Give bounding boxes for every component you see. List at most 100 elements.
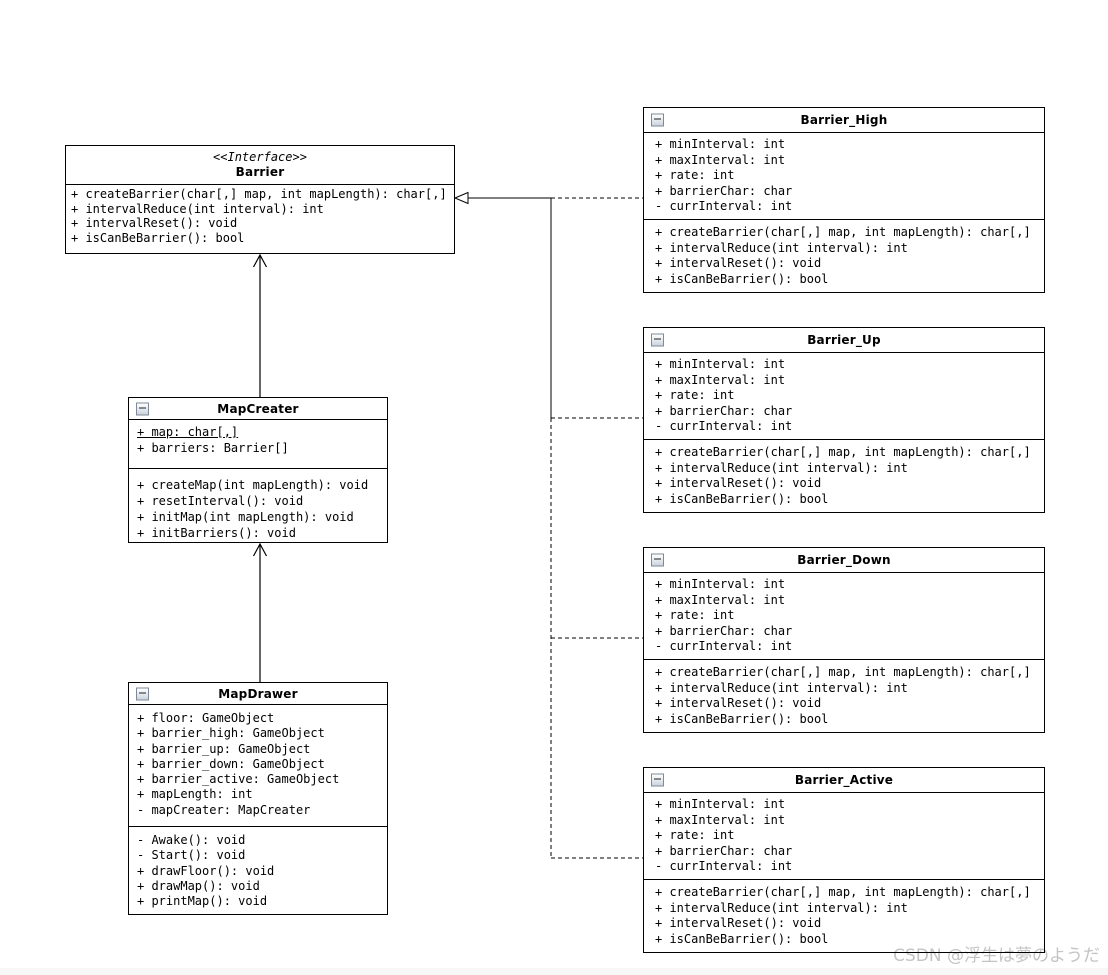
methods-section: - Awake(): void- Start(): void+ drawFloo… [129, 827, 387, 909]
methods-section: + createBarrier(char[,] map, int mapLeng… [644, 660, 1044, 727]
method-row: + drawFloor(): void [137, 863, 275, 878]
method-row: + intervalReset(): void [71, 216, 238, 231]
field-row: + minInterval: int [655, 357, 786, 371]
open-arrowhead-up [252, 253, 268, 268]
collapse-icon[interactable] [651, 113, 664, 127]
method-row: - Start(): void [137, 848, 246, 863]
generalization-mapdrawer-to-mapcreater [252, 542, 268, 682]
class-title: Barrier_High [800, 113, 888, 127]
method-row: + resetInterval(): void [137, 494, 304, 508]
class-title: Barrier_Up [807, 333, 881, 347]
collapse-icon[interactable] [136, 402, 149, 415]
class-box-mapdrawer: MapDrawer + floor: GameObject+ barrier_h… [128, 682, 388, 915]
method-row: + createMap(int mapLength): void [137, 478, 369, 492]
method-row: + createBarrier(char[,] map, int mapLeng… [655, 445, 1031, 459]
method-row: + isCanBeBarrier(): bool [71, 230, 245, 245]
field-row: + barrierChar: char [655, 623, 793, 638]
field-row: - currInterval: int [655, 199, 793, 214]
field-row: - currInterval: int [655, 639, 793, 654]
class-title: Barrier_Down [797, 553, 891, 567]
field-row: - currInterval: int [655, 859, 793, 874]
collapse-icon[interactable] [136, 687, 149, 700]
field-row: + maxInterval: int [655, 372, 786, 387]
field-row: + mapLength: int [137, 787, 253, 802]
method-row: + intervalReset(): void [655, 696, 822, 711]
collapse-icon[interactable] [651, 333, 664, 347]
method-row: + isCanBeBarrier(): bool [655, 711, 829, 726]
generalization-mapcreater-to-barrier [252, 253, 268, 397]
field-row: + barriers: Barrier[] [137, 441, 289, 455]
method-row: + createBarrier(char[,] map, int mapLeng… [655, 225, 1031, 239]
class-header: Barrier_Up [644, 328, 1044, 353]
method-row: + initBarriers(): void [137, 526, 296, 540]
field-row: + barrier_up: GameObject [137, 741, 311, 756]
field-row: + map: char[,] [137, 425, 239, 439]
methods-section: + createBarrier(char[,] map, int mapLeng… [644, 220, 1044, 287]
hollow-triangle-arrowhead [453, 191, 469, 205]
fields-section: + minInterval: int+ maxInterval: int+ ra… [644, 133, 1044, 220]
class-box-barrier-interface: <<Interface>> Barrier + createBarrier(ch… [65, 145, 455, 254]
field-row: + rate: int [655, 608, 735, 623]
class-header: Barrier_High [644, 108, 1044, 133]
method-row: + intervalReduce(int interval): int [655, 240, 908, 255]
method-row: + intervalReset(): void [655, 916, 822, 931]
field-row: + barrier_high: GameObject [137, 726, 325, 741]
class-box-mapcreater: MapCreater + map: char[,] + barriers: Bar… [128, 397, 388, 543]
method-row: + intervalReset(): void [655, 256, 822, 271]
method-row: + intervalReduce(int interval): int [655, 680, 908, 695]
fields-section: + minInterval: int+ maxInterval: int+ ra… [644, 573, 1044, 660]
field-row: + rate: int [655, 168, 735, 183]
class-box-barrier-high: Barrier_High + minInterval: int+ maxInte… [643, 107, 1045, 293]
method-row: + intervalReset(): void [655, 476, 822, 491]
method-row: + createBarrier(char[,] map, int mapLeng… [71, 187, 447, 201]
field-row: - currInterval: int [655, 419, 793, 434]
fields-section: + floor: GameObject+ barrier_high: GameO… [129, 705, 387, 827]
class-box-barrier-active: Barrier_Active + minInterval: int+ maxIn… [643, 767, 1045, 953]
method-row: + intervalReduce(int interval): int [71, 201, 324, 216]
field-row: + rate: int [655, 828, 735, 843]
collapse-icon[interactable] [651, 553, 664, 567]
field-row: + minInterval: int [655, 577, 786, 591]
method-row: + isCanBeBarrier(): bool [655, 271, 829, 286]
realization-trunk-solid [468, 197, 552, 418]
methods-section: + createBarrier(char[,] map, int mapLeng… [66, 185, 454, 245]
method-row: + intervalReduce(int interval): int [655, 900, 908, 915]
method-row: + intervalReduce(int interval): int [655, 460, 908, 475]
method-row: + isCanBeBarrier(): bool [655, 931, 829, 946]
methods-section: + createBarrier(char[,] map, int mapLeng… [644, 440, 1044, 507]
method-row: + initMap(int mapLength): void [137, 510, 354, 524]
field-row: + minInterval: int [655, 137, 786, 151]
field-row: - mapCreater: MapCreater [137, 802, 311, 817]
class-box-barrier-up: Barrier_Up + minInterval: int+ maxInterv… [643, 327, 1045, 513]
method-row: + isCanBeBarrier(): bool [655, 491, 829, 506]
collapse-icon[interactable] [651, 773, 664, 787]
field-row: + barrier_down: GameObject [137, 756, 325, 771]
stereotype-label: <<Interface>> [213, 150, 307, 164]
field-row: + barrierChar: char [655, 183, 793, 198]
class-box-barrier-down: Barrier_Down + minInterval: int+ maxInte… [643, 547, 1045, 733]
field-row: + barrier_active: GameObject [137, 772, 340, 787]
fields-section: + minInterval: int+ maxInterval: int+ ra… [644, 793, 1044, 880]
methods-section: + createMap(int mapLength): void + resetI… [129, 469, 387, 541]
field-row: + barrierChar: char [655, 403, 793, 418]
class-header: <<Interface>> Barrier [66, 146, 454, 185]
open-arrowhead-up [252, 542, 268, 557]
field-row: + floor: GameObject [137, 711, 275, 725]
field-row: + maxInterval: int [655, 152, 786, 167]
field-row: + minInterval: int [655, 797, 786, 811]
method-row: + printMap(): void [137, 894, 268, 909]
class-title: Barrier [235, 165, 285, 179]
class-header: MapCreater [129, 398, 387, 420]
class-title: MapDrawer [218, 686, 298, 701]
methods-section: + createBarrier(char[,] map, int mapLeng… [644, 880, 1044, 947]
csdn-watermark: CSDN @浮生は夢のようだ [893, 946, 1100, 966]
field-row: + maxInterval: int [655, 592, 786, 607]
method-row: + createBarrier(char[,] map, int mapLeng… [655, 665, 1031, 679]
class-header: Barrier_Down [644, 548, 1044, 573]
class-header: MapDrawer [129, 683, 387, 705]
class-header: Barrier_Active [644, 768, 1044, 793]
method-row: + createBarrier(char[,] map, int mapLeng… [655, 885, 1031, 899]
method-row: + drawMap(): void [137, 878, 260, 893]
method-row: - Awake(): void [137, 833, 246, 847]
